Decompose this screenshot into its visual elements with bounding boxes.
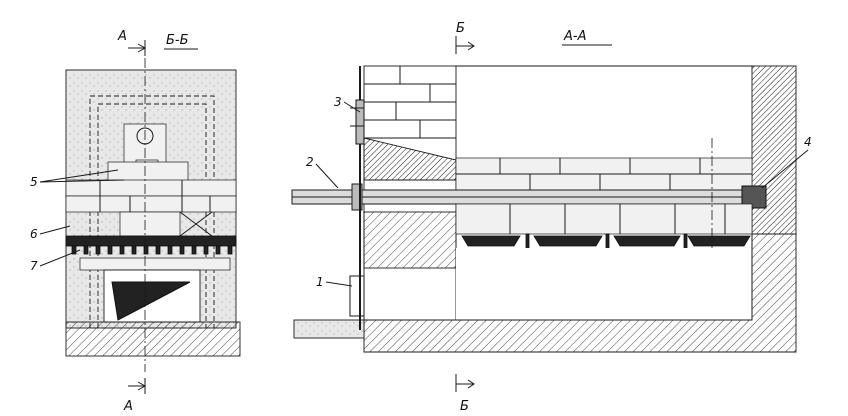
- brick-course-1: [65, 179, 237, 197]
- callout-3: 3: [334, 95, 361, 113]
- tube-flange: [351, 183, 363, 211]
- callout-1: 1: [316, 275, 353, 289]
- rear-wall: [751, 65, 797, 235]
- svg-text:7: 7: [30, 259, 38, 273]
- cross-bracing: [179, 211, 213, 237]
- tube-end: [741, 185, 767, 209]
- svg-text:4: 4: [804, 135, 812, 149]
- grate-row: [65, 235, 237, 247]
- cut-marker-right-top: [455, 36, 475, 54]
- fitting-3: [350, 99, 365, 145]
- svg-text:5: 5: [30, 175, 38, 189]
- svg-text:3: 3: [334, 95, 342, 109]
- shelf-block: [119, 211, 181, 237]
- cut-label-right-bottom: Б: [460, 399, 469, 414]
- callout-2: 2: [306, 155, 339, 189]
- section-bb-view: А А Б-Б: [65, 29, 241, 414]
- foundation-rubble: [293, 319, 365, 339]
- svg-text:2: 2: [306, 155, 314, 169]
- section-aa-view: А-А Б Б: [291, 21, 797, 414]
- callout-4: 4: [761, 135, 812, 189]
- section-title-left: Б-Б: [166, 33, 189, 48]
- slab-row: [455, 203, 753, 235]
- sloped-bottom: [111, 281, 191, 321]
- front-wall-bricks: [364, 66, 456, 139]
- chamber-floor-clear: [456, 248, 752, 320]
- brick-bed: [455, 157, 753, 191]
- cut-marker-bottom: [128, 378, 147, 394]
- front-wall-lower: [363, 211, 457, 269]
- callout-6: 6: [30, 225, 71, 241]
- grate-teeth: [71, 245, 233, 255]
- hearth-base: [65, 321, 241, 357]
- callout-7: 7: [30, 249, 81, 273]
- door-frame: [349, 275, 365, 317]
- cut-label-bottom: А: [123, 399, 133, 414]
- cut-label-top: А: [117, 29, 127, 44]
- svg-text:6: 6: [30, 227, 38, 241]
- cut-label-right-top: Б: [456, 21, 465, 36]
- support-beam: [79, 257, 231, 271]
- cut-marker-top: [128, 40, 147, 56]
- cut-marker-right-bottom: [455, 374, 475, 392]
- section-title-right: А-А: [563, 29, 586, 44]
- svg-text:1: 1: [316, 275, 324, 289]
- callout-5: 5: [30, 169, 125, 189]
